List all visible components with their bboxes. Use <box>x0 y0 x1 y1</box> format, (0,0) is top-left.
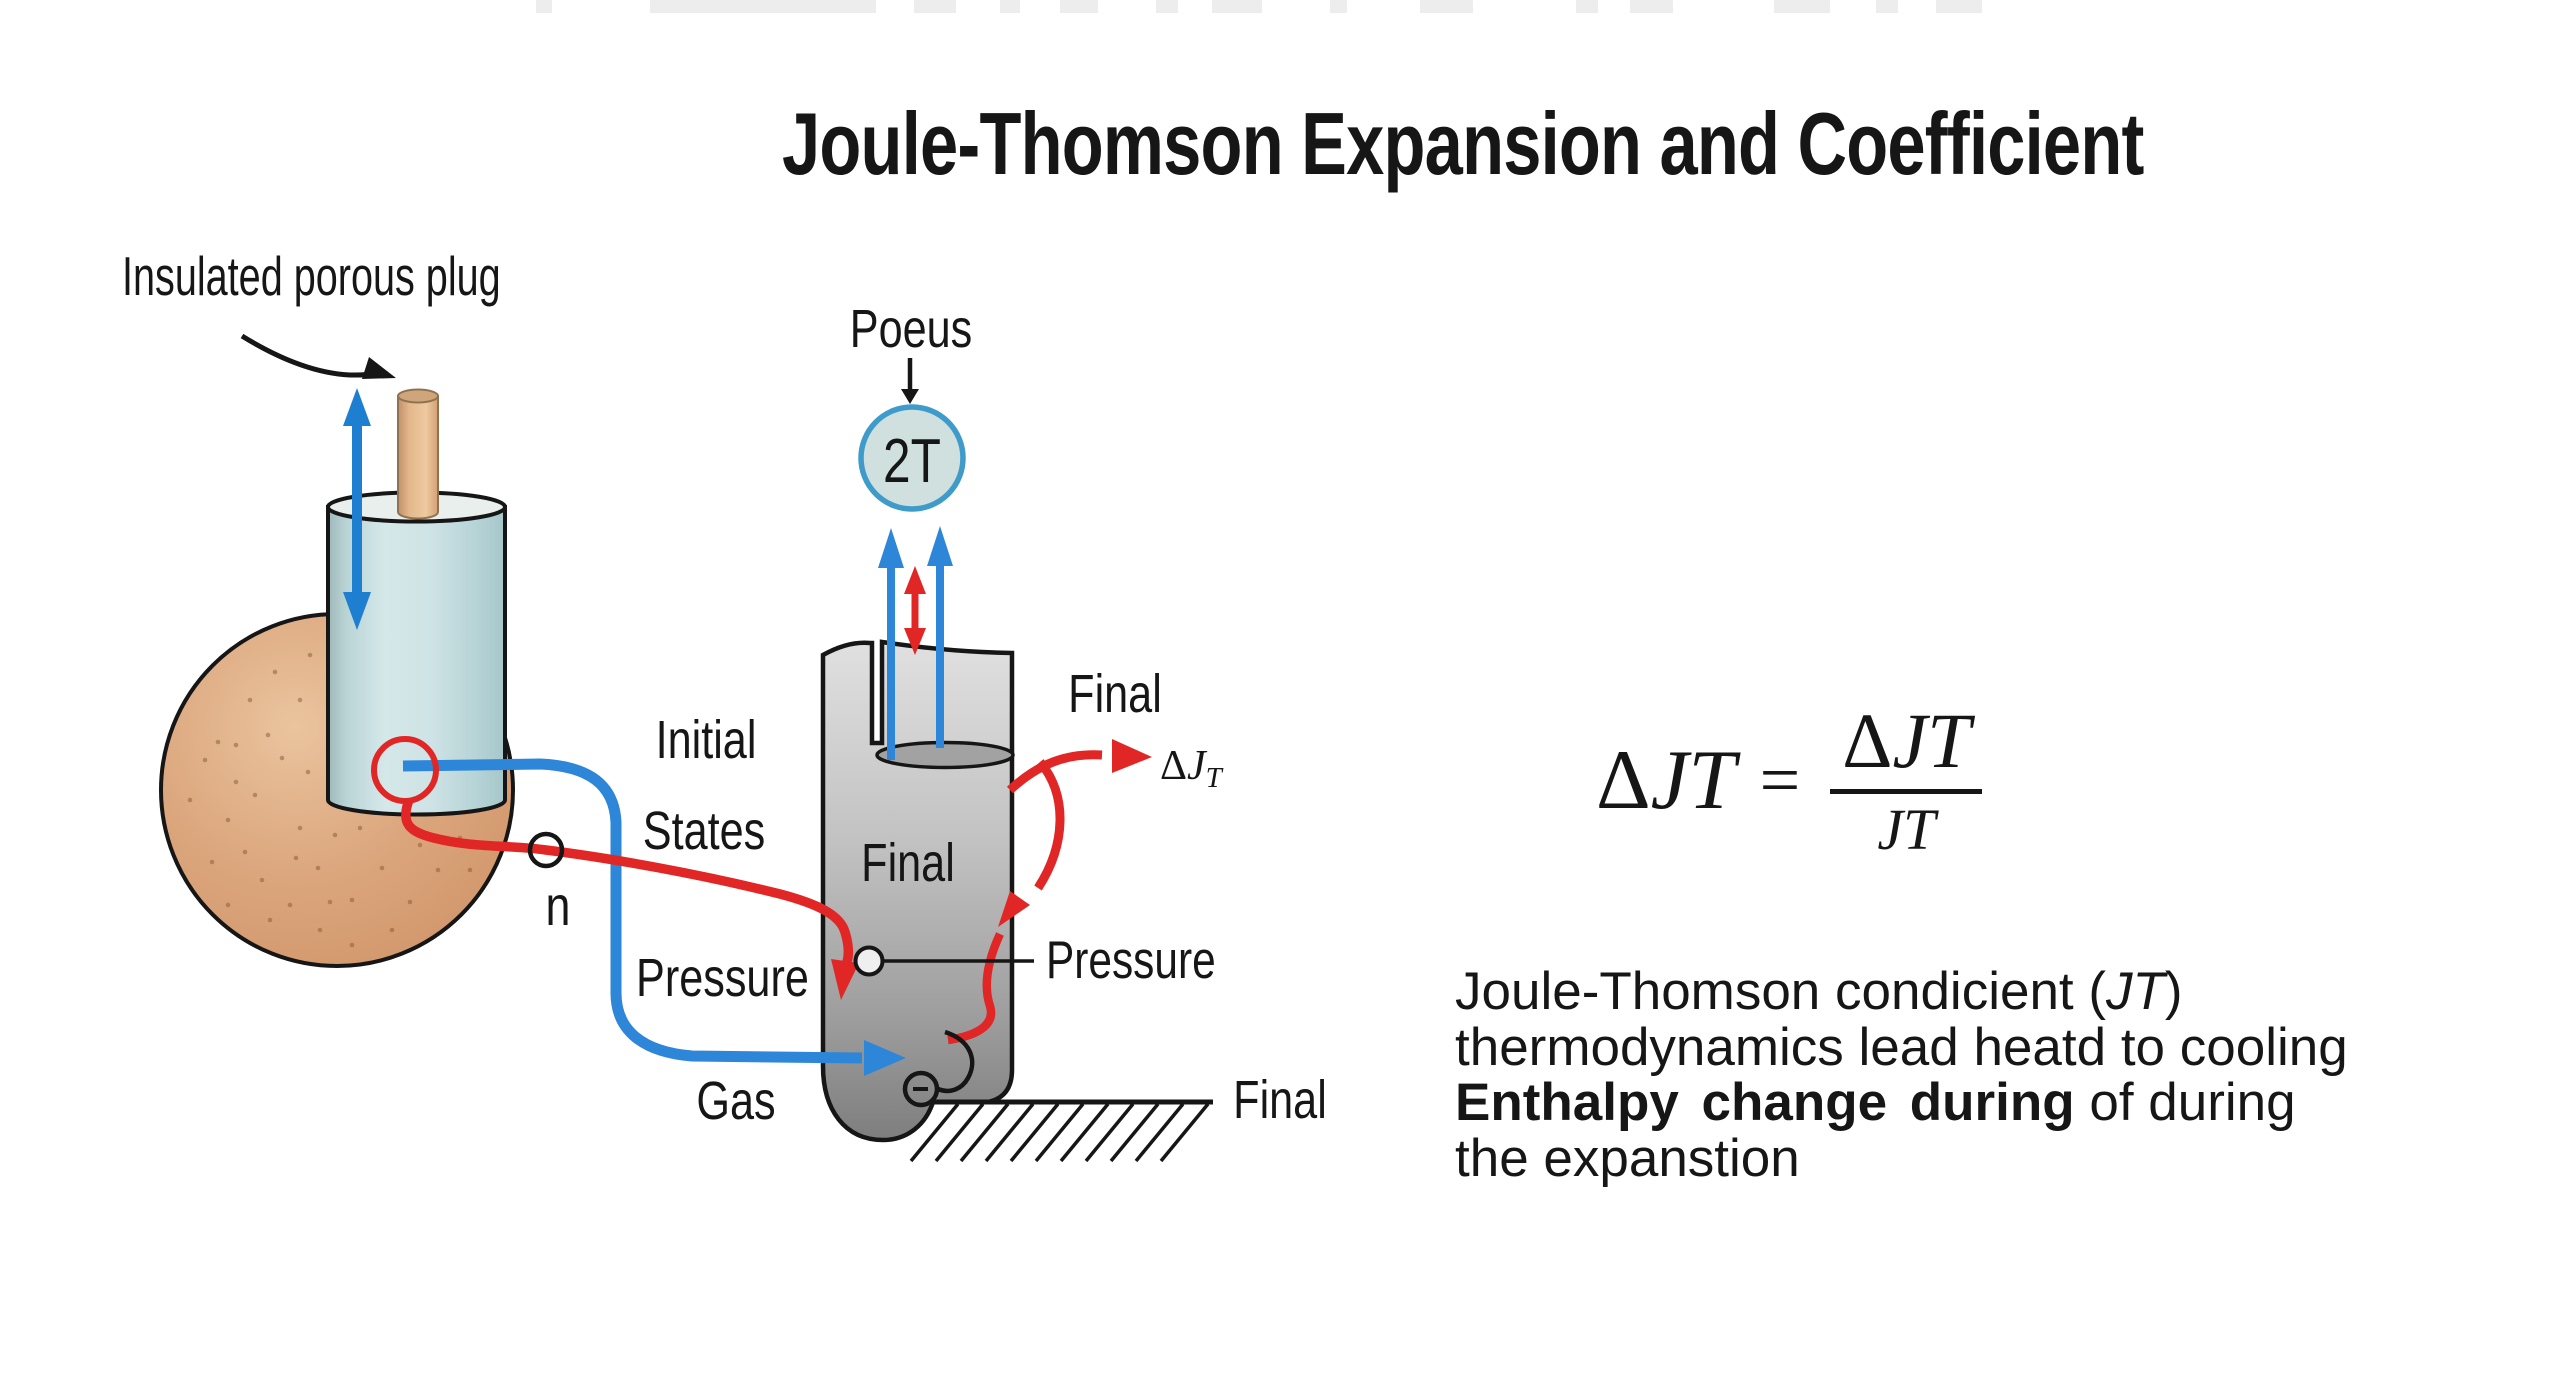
formula-lhs-jt: JT <box>1650 732 1736 827</box>
formula-equals: = <box>1759 740 1801 820</box>
poeus-pointer-arrow <box>901 358 919 404</box>
pressure-indicator <box>853 945 1034 977</box>
temperature-circle-label: 2T <box>883 427 941 496</box>
porous-plug-rod <box>397 395 439 520</box>
port-highlight-circle <box>371 736 439 804</box>
notes-line3-regular: of during <box>2074 1073 2296 1132</box>
delta-jt-arrow <box>1006 739 1152 794</box>
jt-coefficient-formula: ΔJT = ΔJT JT <box>1596 694 1988 866</box>
gas-pipe-red <box>401 798 859 1000</box>
notes-line3-bold: Enthalpy change during <box>1455 1073 2075 1132</box>
formula-num-jt: JT <box>1892 696 1971 784</box>
states-label: States <box>642 801 766 861</box>
gas-surface <box>875 740 1015 770</box>
delta-j-symbol: J <box>1187 743 1206 789</box>
final-ground-label: Final <box>1233 1070 1327 1130</box>
n-node-circle <box>527 831 565 869</box>
formula-num-delta: Δ <box>1842 696 1893 784</box>
cropped-text-marks <box>536 0 1982 13</box>
ground <box>909 1099 1213 1163</box>
notes-line-3: Enthalpy change during of during <box>1455 1075 2348 1131</box>
gas-pipe-blue <box>402 758 906 1076</box>
delta-jt-label: ΔJT <box>1160 745 1222 793</box>
piston-motion-arrow <box>343 388 371 630</box>
piston-cylinder <box>326 505 507 817</box>
plug-pointer-arrow <box>240 333 396 379</box>
formula-numerator: ΔJT <box>1830 701 1982 780</box>
sphere-speckles <box>187 652 473 948</box>
gas-label: Gas <box>696 1071 776 1131</box>
porous-plug-rod-top <box>397 388 439 404</box>
pressure-right-label: Pressure <box>1046 931 1216 990</box>
delta-symbol: Δ <box>1160 743 1188 789</box>
notes-line-1: Joule-Thomson condicient (JT) <box>1455 964 2348 1020</box>
notes-line-4: the expanstion <box>1455 1128 1800 1188</box>
notes-line1-close: ) <box>2164 962 2183 1021</box>
tube-flow-arrows <box>878 526 953 760</box>
formula-lhs-delta: Δ <box>1596 732 1651 827</box>
bottom-valve <box>902 1029 975 1108</box>
delta-j-subscript: T <box>1205 762 1222 794</box>
final-inside-label: Final <box>861 833 955 893</box>
initial-label: Initial <box>655 710 757 770</box>
fraction-bar <box>1830 788 1983 794</box>
notes-line-2: thermodynamics lead heatd to cooling <box>1455 1017 2348 1077</box>
temperature-circle <box>858 404 966 512</box>
formula-lhs: ΔJT <box>1596 737 1736 823</box>
formula-fraction: ΔJT JT <box>1824 701 1988 862</box>
insulated-plug-label: Insulated porous plug <box>122 245 501 307</box>
poeus-label: Poeus <box>849 299 973 359</box>
pressure-left-label: Pressure <box>636 948 809 1008</box>
n-label: n <box>545 874 571 937</box>
page-title: Joule-Thomson Expansion and Coefficient <box>782 94 2144 193</box>
final-top-label: Final <box>1068 664 1162 724</box>
notes-block: Joule-Thomson condicient (JT) thermodyna… <box>1455 964 2348 1186</box>
formula-denominator: JT <box>1877 796 1936 862</box>
notes-line1-jt: JT <box>2106 962 2165 1021</box>
cooling-return-arrow <box>947 759 1065 1045</box>
notes-line1-text: Joule-Thomson condicient ( <box>1455 962 2107 1021</box>
